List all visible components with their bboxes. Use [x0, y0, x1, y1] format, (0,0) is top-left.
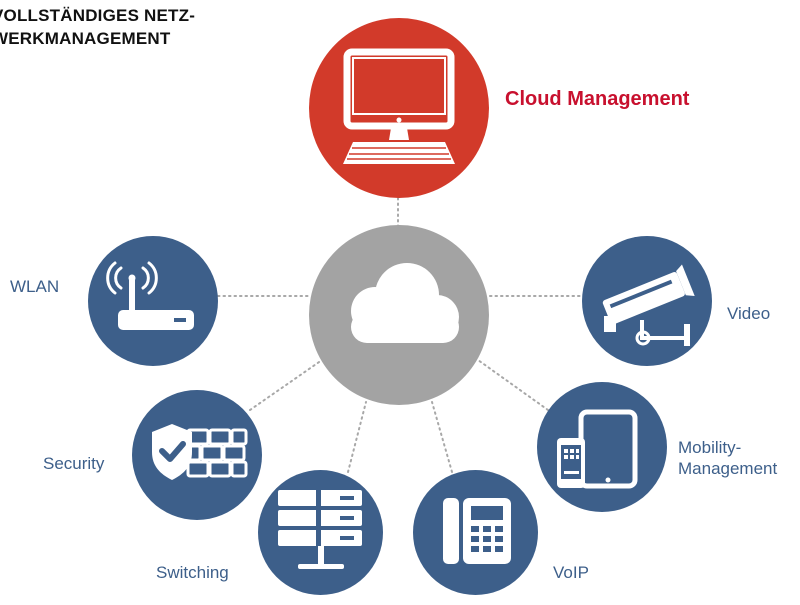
title-line-2: WERKMANAGEMENT [0, 29, 171, 48]
connector-security [249, 359, 323, 411]
cloud-management-label: Cloud Management [505, 88, 690, 110]
switching-label: Switching [156, 563, 229, 582]
cloud-center-node [309, 225, 489, 405]
cloud-management-node[interactable] [309, 18, 489, 198]
wlan-node[interactable] [88, 236, 218, 366]
security-label: Security [43, 454, 105, 473]
mobility-label: Mobility- Management [678, 437, 777, 479]
voip-node[interactable] [413, 470, 538, 595]
video-label: Video [727, 304, 771, 323]
security-camera-icon [602, 264, 695, 346]
security-node[interactable] [132, 390, 262, 520]
tablet-phone-icon [557, 409, 638, 489]
network-switch-icon [278, 490, 362, 569]
diagram-title: VOLLSTÄNDIGES NETZ- WERKMANAGEMENT [0, 4, 195, 50]
title-line-1: VOLLSTÄNDIGES NETZ- [0, 6, 196, 25]
switching-node[interactable] [258, 470, 383, 595]
desktop-monitor-icon [343, 48, 455, 164]
mobility-label-line-2: Management [678, 459, 778, 478]
connector-switching [347, 401, 367, 473]
shield-firewall-icon [152, 424, 248, 480]
desk-phone-icon [443, 498, 511, 564]
connector-voip [431, 401, 453, 473]
cloud-icon [351, 263, 459, 343]
mobility-node[interactable] [537, 382, 667, 512]
wlan-label: WLAN [10, 277, 60, 296]
mobility-label-line-1: Mobility- [678, 438, 742, 457]
video-node[interactable] [582, 236, 712, 366]
connector-mobility [477, 359, 549, 411]
wifi-router-icon [106, 261, 194, 330]
voip-label: VoIP [553, 563, 589, 582]
